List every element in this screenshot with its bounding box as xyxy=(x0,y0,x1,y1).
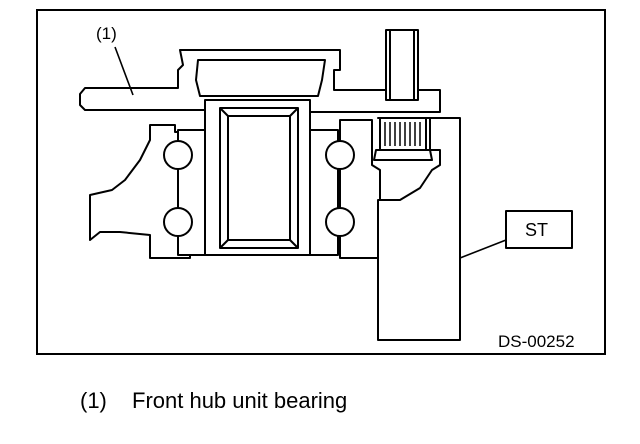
bolt-serration-lines xyxy=(384,122,421,146)
legend-caption: (1) Front hub unit bearing xyxy=(80,388,347,414)
bolt-head xyxy=(373,149,433,161)
bolt-serration xyxy=(379,117,427,151)
hub-bore xyxy=(195,59,326,97)
shaft-edge xyxy=(219,107,229,117)
tool-leader xyxy=(459,239,507,259)
shaft-edge xyxy=(289,239,299,249)
hub-shaft-inner xyxy=(219,107,299,249)
bearing-ball xyxy=(325,207,355,237)
shaft-edge xyxy=(289,107,299,117)
figure-frame xyxy=(36,9,606,355)
special-tool-body xyxy=(377,117,461,341)
tool-label-box xyxy=(505,210,573,249)
callout-leader xyxy=(114,46,134,96)
legend-text: Front hub unit bearing xyxy=(132,388,348,413)
bearing-ball xyxy=(325,140,355,170)
figure-code: DS-00252 xyxy=(498,332,575,351)
bearing-ball xyxy=(163,140,193,170)
legend-number: (1) xyxy=(80,388,107,413)
outer-race-right xyxy=(339,119,381,259)
tool-label: ST xyxy=(525,220,548,240)
shaft-edge xyxy=(219,239,229,249)
hub-bolt xyxy=(385,29,419,101)
callout-label: (1) xyxy=(96,24,117,43)
bearing-ball xyxy=(163,207,193,237)
